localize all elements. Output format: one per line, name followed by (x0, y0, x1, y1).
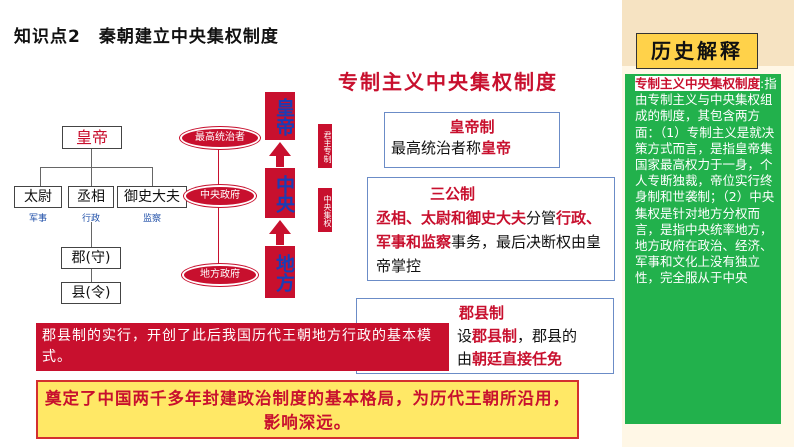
three-lords-highlight-2: 行政、军事和监察 (376, 209, 602, 251)
oval-supreme-ruler: 最高统治者 (180, 127, 260, 149)
side-panel-title: 历史解释 (636, 33, 758, 69)
hierarchy-middle-box: 中央 (265, 168, 295, 218)
county-system-title: 郡县制 (459, 304, 505, 322)
role-label-supervision: 监察 (142, 214, 161, 224)
up-arrow-icon (269, 142, 291, 156)
side-panel-body: :指由专制主义与中央集权组成的制度，其包含两方面：（1）专制主义是就决策方式而言… (635, 76, 777, 286)
connector-line (91, 222, 92, 247)
emperor-system-title: 皇帝制 (449, 118, 495, 136)
connector-line (91, 167, 92, 186)
tag-autocracy: 君主专制 (318, 124, 332, 168)
main-title: 专制主义中央集权制度 (338, 70, 558, 94)
county-system-text-mid: ，郡县的 (517, 327, 578, 345)
emperor-system-text: 最高统治者称皇帝 (391, 138, 553, 159)
connector-line (91, 149, 92, 167)
three-lords-text-1: 分管 (526, 209, 557, 227)
note-county-significance: 郡县制的实行，开创了此后我国历代王朝地方行政的基本模式。 (36, 323, 449, 371)
commandery-box: 郡(守) (61, 247, 121, 269)
county-system-line-2: 由朝廷直接任免 (457, 348, 605, 371)
connector-line (91, 269, 92, 282)
three-lords-box: 三公制 丞相、太尉和御史大夫分管行政、军事和监察事务，最后决断权由皇帝掌控 (367, 177, 615, 281)
emperor-system-highlight: 皇帝 (481, 139, 512, 157)
oval-local-government: 地方政府 (182, 264, 258, 286)
hierarchy-top-box: 皇帝 (265, 92, 295, 140)
connector-line (40, 167, 152, 168)
official-box-yushi: 御史大夫 (117, 186, 187, 208)
county-system-text-pre-2: 由 (457, 350, 473, 368)
role-label-military: 军事 (28, 214, 47, 224)
up-arrow-icon (269, 220, 291, 234)
county-system-highlight-1: 郡县制 (472, 327, 518, 345)
emperor-system-box: 皇帝制 最高统治者称皇帝 (384, 112, 560, 168)
three-lords-text-2: 事务，最后决断权由皇帝掌控 (376, 233, 602, 275)
county-box: 县(令) (61, 282, 121, 304)
county-system-line-1: 设郡县制，郡县的 (457, 325, 605, 348)
side-panel-term: 专制主义中央集权制度 (635, 76, 761, 91)
emperor-system-text-pre: 最高统治者称 (391, 139, 482, 157)
three-lords-title: 三公制 (430, 185, 476, 203)
arrow-stem (276, 233, 284, 245)
county-system-text-pre: 设 (457, 327, 473, 345)
county-system-highlight-2: 朝廷直接任免 (472, 350, 563, 368)
emperor-box: 皇帝 (62, 126, 122, 149)
three-lords-highlight-1: 丞相、太尉和御史大夫 (376, 209, 527, 227)
connector-line (152, 167, 153, 186)
connector-line (40, 167, 41, 186)
hierarchy-bottom-box: 地方 (265, 246, 295, 298)
official-box-taiwei: 太尉 (14, 186, 62, 208)
oval-central-government: 中央政府 (184, 185, 256, 207)
tag-centralization: 中央集权 (318, 188, 332, 232)
arrow-stem (276, 155, 284, 167)
side-bracket-line (218, 142, 219, 272)
role-label-admin: 行政 (81, 214, 100, 224)
three-lords-text: 丞相、太尉和御史大夫分管行政、军事和监察事务，最后决断权由皇帝掌控 (376, 206, 606, 278)
topic-heading: 知识点2 秦朝建立中央集权制度 (14, 27, 279, 47)
note-lasting-impact: 奠定了中国两千多年封建政治制度的基本格局，为历代王朝所沿用，影响深远。 (36, 380, 579, 439)
side-panel-text: 专制主义中央集权制度:指由专制主义与中央集权组成的制度，其包含两方面：（1）专制… (625, 74, 781, 424)
official-box-chengxiang: 丞相 (68, 186, 114, 208)
